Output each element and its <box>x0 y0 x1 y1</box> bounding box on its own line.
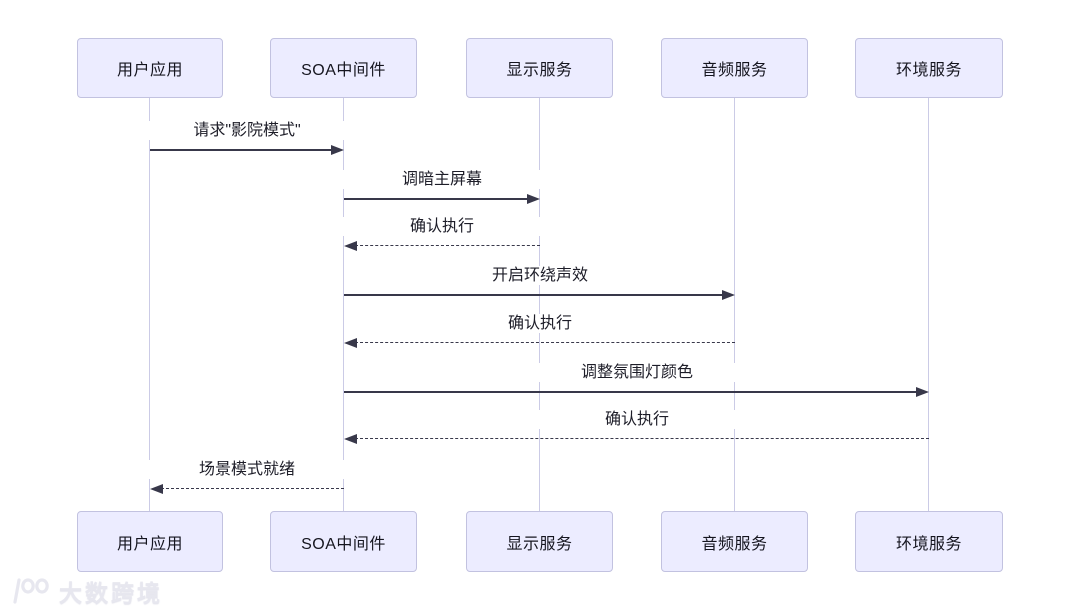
actor-label: 音频服务 <box>701 62 768 79</box>
lifeline-audio-service <box>734 98 735 511</box>
message-label: 开启环绕声效 <box>430 266 650 285</box>
message-arrow <box>150 145 344 155</box>
arrowhead-right-icon <box>527 194 540 204</box>
arrowhead-right-icon <box>722 290 735 300</box>
arrow-line <box>344 391 918 393</box>
actor-bottom-user-app: 用户应用 <box>77 511 223 572</box>
arrowhead-left-icon <box>344 338 357 348</box>
watermark-100-logo-icon <box>12 576 54 606</box>
arrowhead-right-icon <box>331 145 344 155</box>
arrow-line <box>150 149 333 151</box>
arrow-line <box>355 438 929 439</box>
message-label: 确认执行 <box>332 217 552 236</box>
actor-top-display-service: 显示服务 <box>466 38 613 98</box>
actor-top-soa-middleware: SOA中间件 <box>270 38 417 98</box>
actor-top-audio-service: 音频服务 <box>661 38 808 98</box>
watermark-text: 大数跨境 <box>59 580 163 606</box>
message-arrow <box>150 484 344 494</box>
message-arrow <box>344 434 929 444</box>
arrow-line <box>161 488 344 489</box>
actor-label: 环境服务 <box>895 535 962 553</box>
lifeline-env-service <box>928 98 929 511</box>
actor-label: 显示服务 <box>506 62 573 79</box>
message-arrow <box>344 387 929 397</box>
lifeline-user-app <box>149 98 150 511</box>
actor-label: 显示服务 <box>506 535 573 553</box>
watermark: 大数跨境 <box>12 574 163 608</box>
lifeline-soa-middleware <box>343 98 344 511</box>
actor-label: SOA中间件 <box>301 62 386 79</box>
message-label: 调整氛围灯颜色 <box>527 363 747 382</box>
actor-top-env-service: 环境服务 <box>855 38 1003 98</box>
message-label: 请求"影院模式" <box>137 121 357 140</box>
actor-label: 用户应用 <box>116 62 183 79</box>
arrowhead-left-icon <box>344 434 357 444</box>
message-label: 确认执行 <box>527 410 747 429</box>
arrow-line <box>355 342 735 343</box>
message-arrow <box>344 290 735 300</box>
arrow-line <box>344 294 724 296</box>
arrowhead-left-icon <box>344 241 357 251</box>
actor-bottom-audio-service: 音频服务 <box>661 511 808 572</box>
actor-bottom-env-service: 环境服务 <box>855 511 1003 572</box>
message-arrow <box>344 241 540 251</box>
actor-label: 用户应用 <box>116 535 183 553</box>
arrowhead-left-icon <box>150 484 163 494</box>
message-label: 调暗主屏幕 <box>332 170 552 189</box>
arrow-line <box>355 245 540 246</box>
message-arrow <box>344 338 735 348</box>
arrow-line <box>344 198 529 200</box>
arrowhead-right-icon <box>916 387 929 397</box>
actor-label: SOA中间件 <box>301 535 386 553</box>
actor-top-user-app: 用户应用 <box>77 38 223 98</box>
lifeline-display-service <box>539 98 540 511</box>
actor-label: 环境服务 <box>895 62 962 79</box>
actor-bottom-soa-middleware: SOA中间件 <box>270 511 417 572</box>
actor-label: 音频服务 <box>701 535 768 553</box>
actor-bottom-display-service: 显示服务 <box>466 511 613 572</box>
message-label: 场景模式就绪 <box>137 460 357 479</box>
message-label: 确认执行 <box>430 314 650 333</box>
message-arrow <box>344 194 540 204</box>
